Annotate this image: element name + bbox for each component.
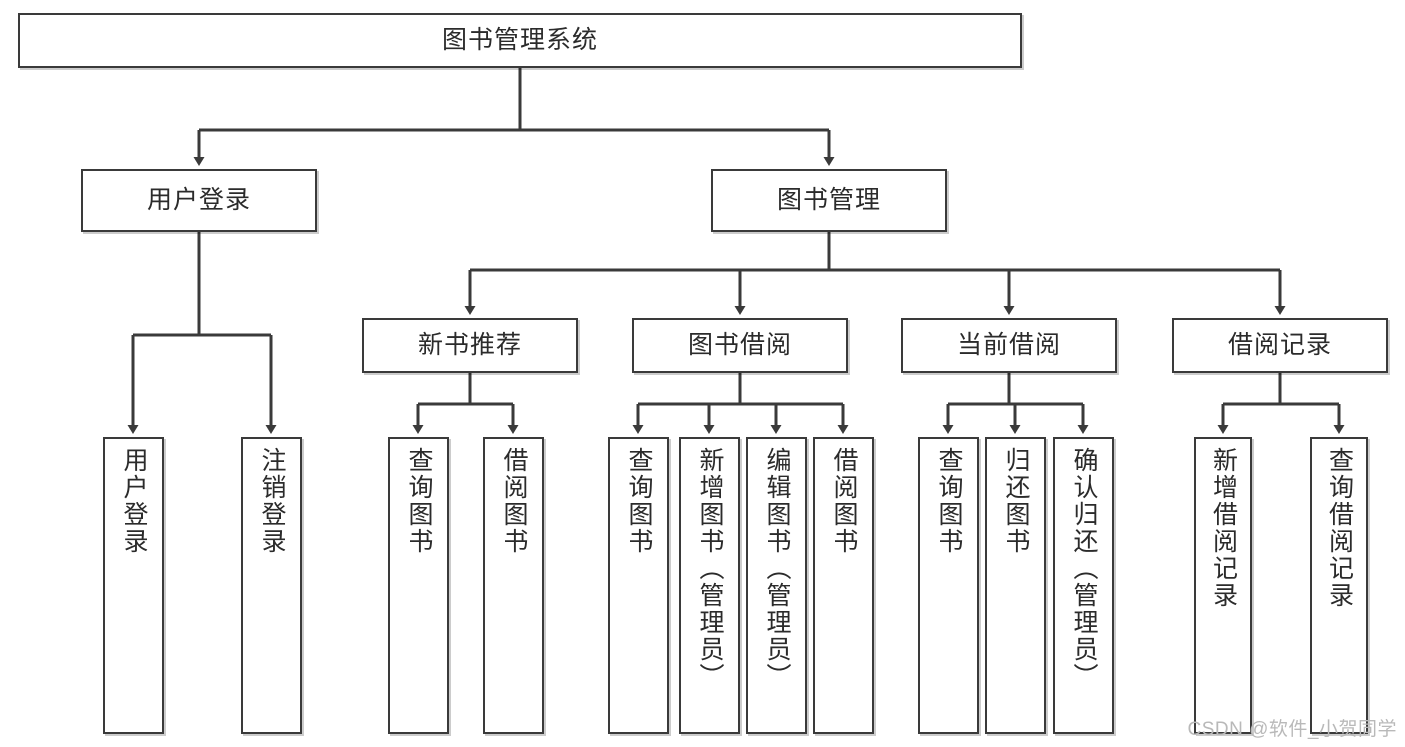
node-label: 借阅图书 bbox=[830, 447, 858, 555]
node-label: 确认归还（管理员） bbox=[1070, 447, 1098, 690]
node-label: 查询图书 bbox=[405, 447, 433, 555]
node-label: 注销登录 bbox=[258, 447, 286, 555]
node-book-management[interactable]: 图书管理 bbox=[711, 169, 947, 232]
leaf-current-query-book[interactable]: 查询图书 bbox=[918, 437, 979, 734]
node-current-borrow[interactable]: 当前借阅 bbox=[901, 318, 1117, 373]
node-label: 借阅记录 bbox=[1227, 330, 1332, 359]
leaf-user-login-logout[interactable]: 注销登录 bbox=[241, 437, 302, 734]
watermark: CSDN @软件_小贺同学 bbox=[1187, 719, 1397, 740]
node-label: 借阅图书 bbox=[500, 447, 528, 555]
leaf-record-query-record[interactable]: 查询借阅记录 bbox=[1310, 437, 1368, 734]
node-label: 新书推荐 bbox=[417, 330, 522, 359]
leaf-user-login-login[interactable]: 用户登录 bbox=[103, 437, 164, 734]
node-label: 当前借阅 bbox=[956, 330, 1061, 359]
node-label: 图书管理 bbox=[776, 185, 881, 214]
node-label: 用户登录 bbox=[146, 185, 251, 214]
node-label: 图书管理系统 bbox=[441, 25, 598, 54]
leaf-record-add-record[interactable]: 新增借阅记录 bbox=[1194, 437, 1252, 734]
node-label: 归还图书 bbox=[1002, 447, 1030, 555]
node-user-login[interactable]: 用户登录 bbox=[81, 169, 317, 232]
leaf-borrow-borrow-book[interactable]: 借阅图书 bbox=[813, 437, 874, 734]
node-label: 新增借阅记录 bbox=[1209, 447, 1238, 609]
leaf-recommend-borrow-book[interactable]: 借阅图书 bbox=[483, 437, 544, 734]
leaf-borrow-add-book[interactable]: 新增图书（管理员） bbox=[679, 437, 740, 734]
node-label: 查询图书 bbox=[625, 447, 653, 555]
leaf-borrow-query-book[interactable]: 查询图书 bbox=[608, 437, 669, 734]
node-borrow-record[interactable]: 借阅记录 bbox=[1172, 318, 1388, 373]
node-label: 用户登录 bbox=[120, 447, 148, 555]
leaf-recommend-query-book[interactable]: 查询图书 bbox=[388, 437, 449, 734]
node-label: 新增图书（管理员） bbox=[696, 447, 724, 690]
node-book-borrow[interactable]: 图书借阅 bbox=[632, 318, 848, 373]
node-root-system[interactable]: 图书管理系统 bbox=[18, 13, 1022, 68]
leaf-current-confirm-return[interactable]: 确认归还（管理员） bbox=[1053, 437, 1114, 734]
node-label: 编辑图书（管理员） bbox=[763, 447, 791, 690]
node-label: 查询图书 bbox=[935, 447, 963, 555]
node-label: 查询借阅记录 bbox=[1325, 447, 1354, 609]
leaf-borrow-edit-book[interactable]: 编辑图书（管理员） bbox=[746, 437, 807, 734]
leaf-current-return-book[interactable]: 归还图书 bbox=[985, 437, 1046, 734]
node-label: 图书借阅 bbox=[687, 330, 792, 359]
node-new-book-recommend[interactable]: 新书推荐 bbox=[362, 318, 578, 373]
